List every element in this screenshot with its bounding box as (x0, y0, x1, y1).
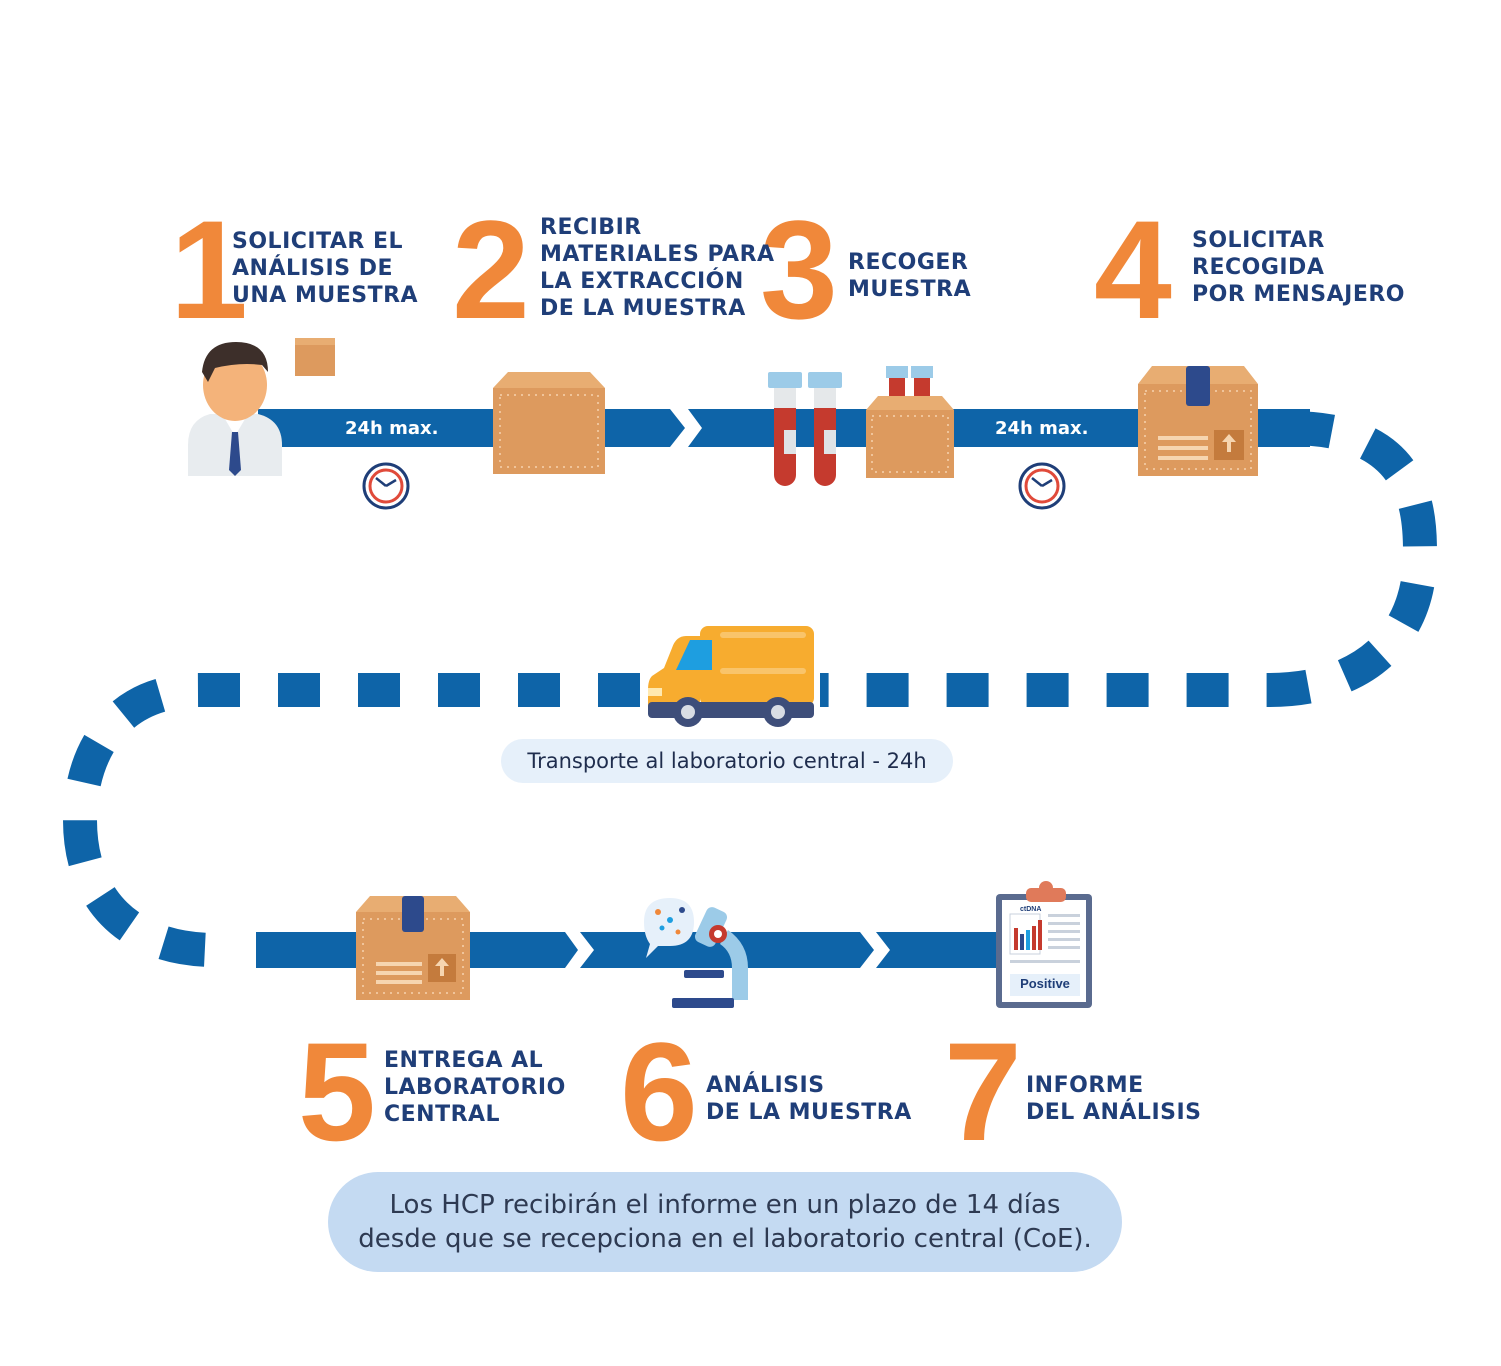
report-clipboard-icon (996, 881, 1092, 1008)
small-box-icon (295, 338, 335, 376)
step-number-7: 7 (944, 1013, 1022, 1170)
delivery-van-icon (648, 626, 814, 727)
step-number-3: 3 (760, 191, 838, 348)
clock-icon (362, 462, 410, 510)
box-icon (493, 372, 605, 474)
clock-icon (1018, 462, 1066, 510)
report-result-label: Positive (1020, 976, 1070, 991)
blood-tubes-icon (768, 372, 842, 486)
time-tag-2: 24h max. (995, 418, 1089, 439)
sealed-box-icon (356, 896, 470, 1000)
transport-label: Transporte al laboratorio central - 24h (501, 739, 953, 783)
arrow-band-1 (258, 409, 685, 447)
route-dashed-right (820, 411, 1438, 707)
doctor-icon (188, 342, 282, 476)
report-brand-label: ctDNA (1020, 906, 1042, 913)
time-tag-1: 24h max. (345, 418, 439, 439)
step-number-1: 1 (170, 191, 248, 348)
step-number-4: 4 (1094, 191, 1172, 348)
sample-box-icon (866, 366, 954, 478)
microscope-icon (644, 898, 748, 1008)
sealed-box-icon (1138, 366, 1258, 476)
route-dashed-left (62, 673, 640, 967)
arrow-band-5 (876, 932, 1005, 968)
step-number-2: 2 (452, 191, 530, 348)
step-number-5: 5 (298, 1013, 376, 1170)
step-number-6: 6 (620, 1013, 698, 1170)
delivery-note: Los HCP recibirán el informe en un plazo… (328, 1172, 1122, 1272)
